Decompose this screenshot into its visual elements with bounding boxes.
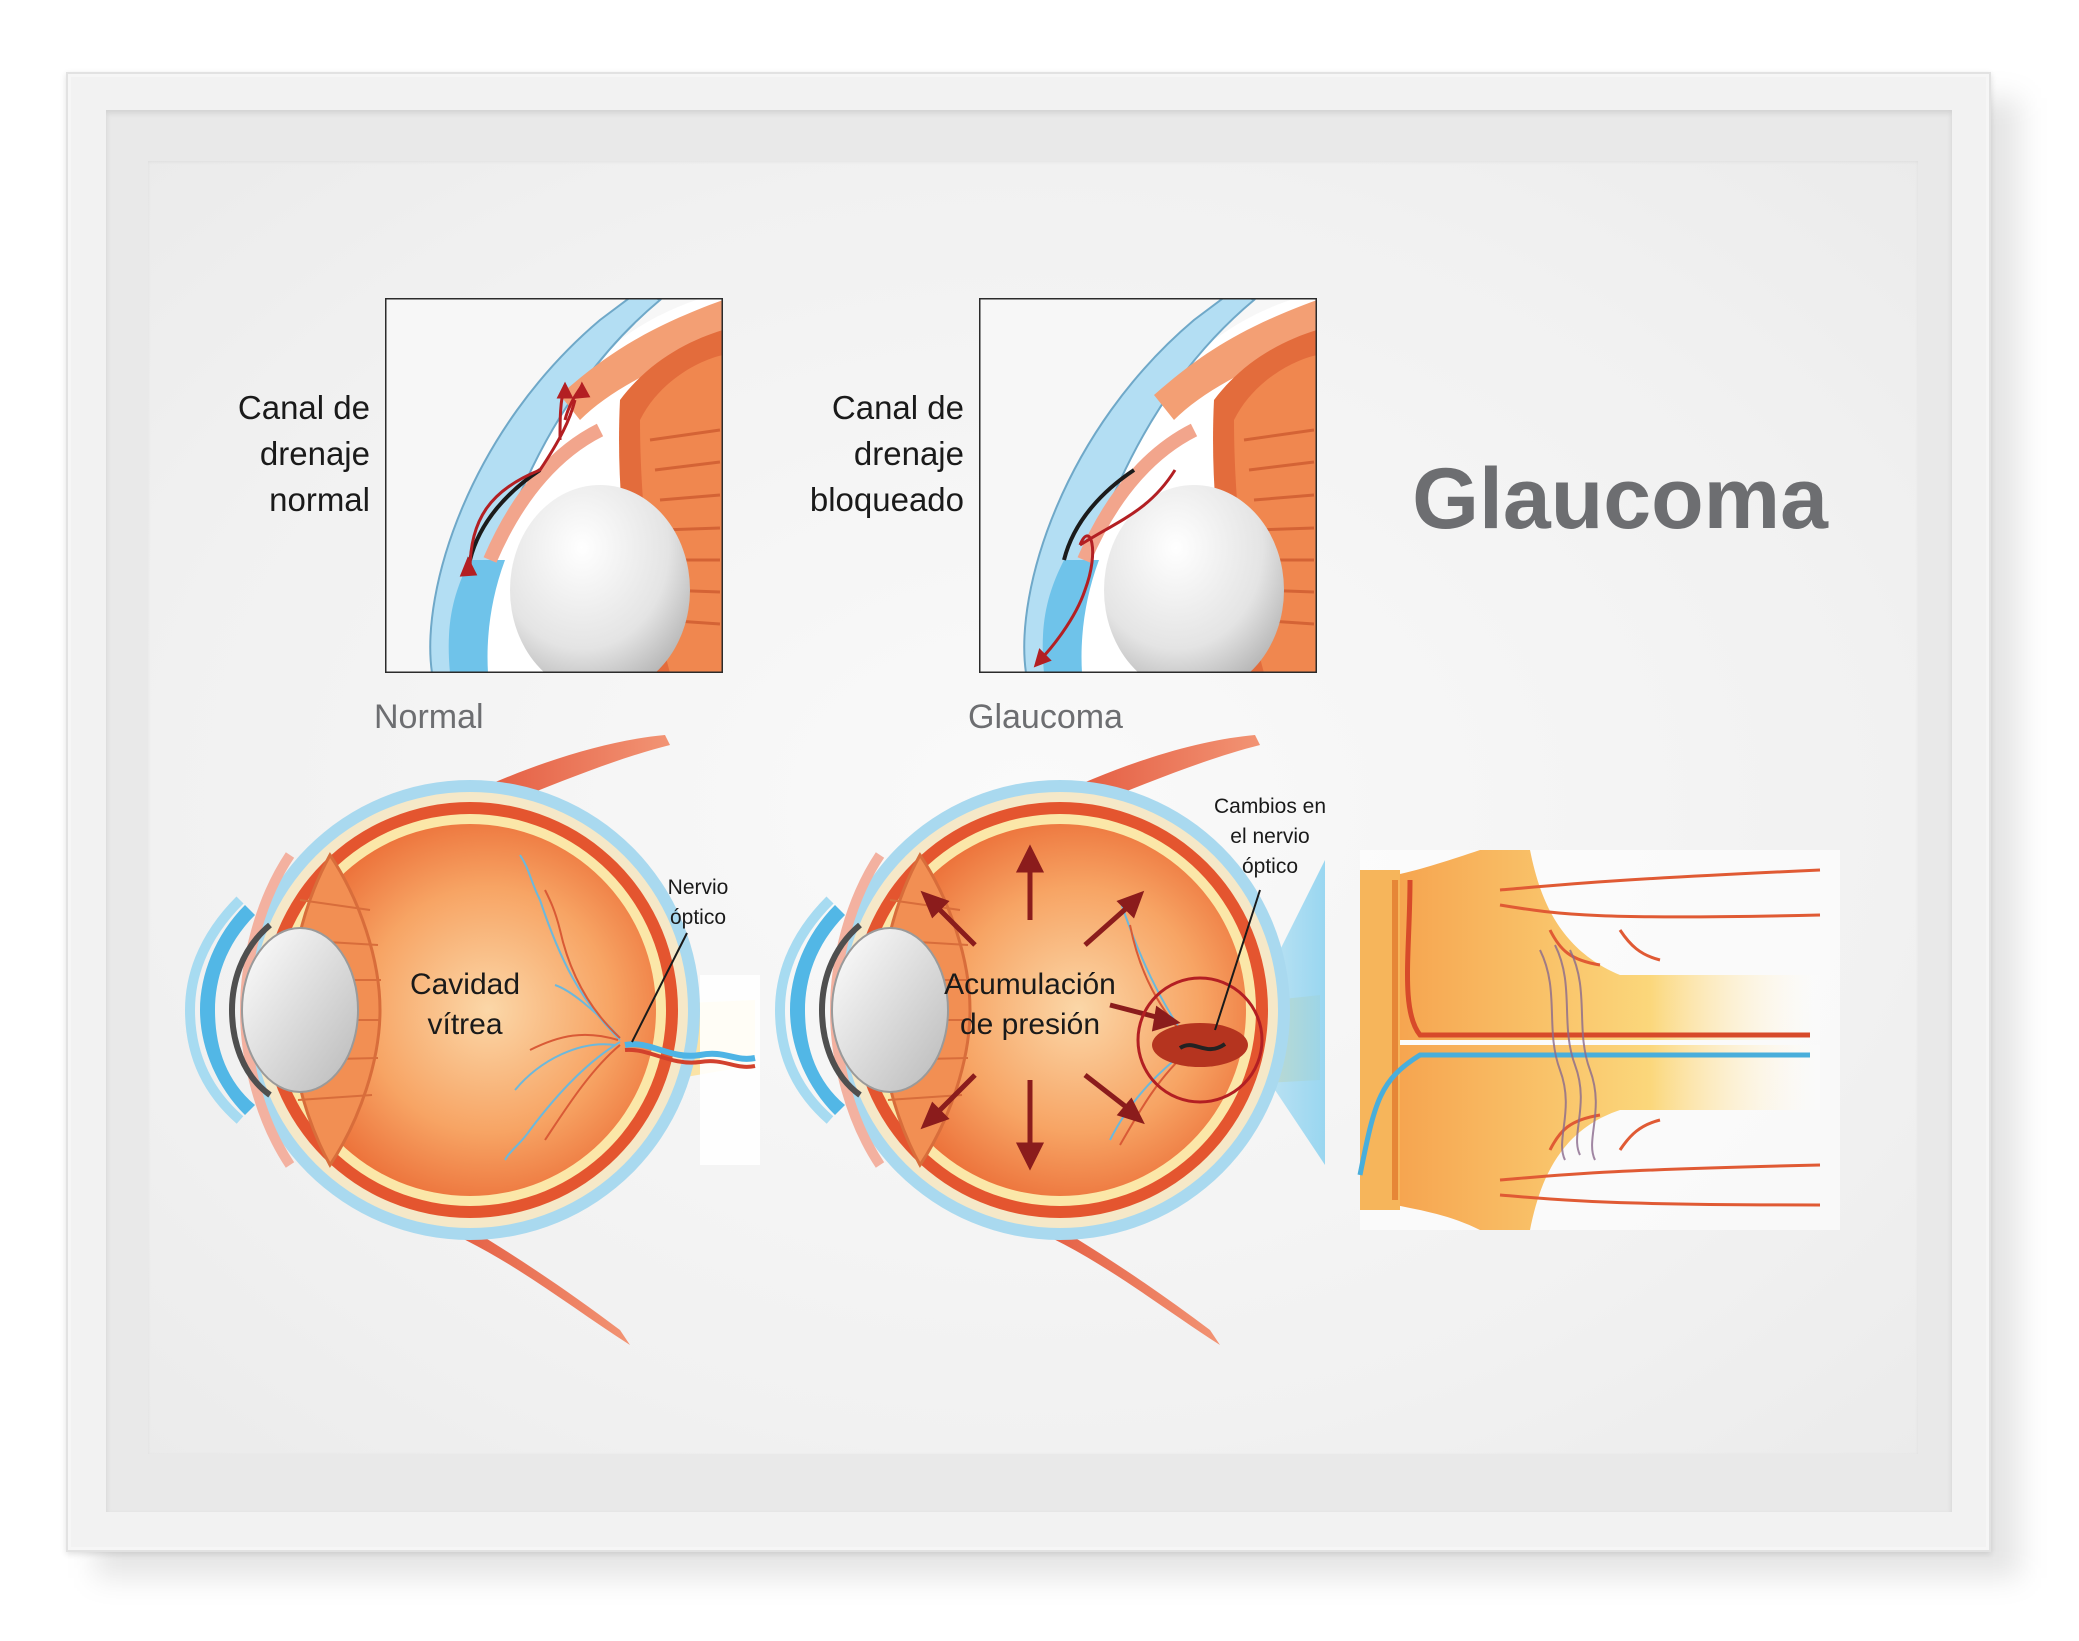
- blocked-flow-arrow: [1033, 469, 1177, 668]
- normal-caption: Normal: [374, 698, 484, 736]
- blocked-drainage-label: Canal de drenaje bloqueado: [740, 385, 964, 523]
- nerve-changes-label: Cambios en el nervio óptico: [1195, 792, 1345, 882]
- optic-nerve-label: Nervio óptico: [650, 873, 746, 933]
- normal-eye: [184, 735, 760, 1345]
- blocked-drainage-label-line1: Canal de: [831, 389, 964, 426]
- normal-drainage-label: Canal de drenaje normal: [180, 385, 370, 523]
- nerve-changes-label-line2: el nervio: [1230, 825, 1310, 848]
- pressure-buildup-label-line2: de presión: [959, 1008, 1101, 1041]
- poster-title: Glaucoma: [1412, 451, 1828, 547]
- blocked-drainage-label-line2: drenaje: [853, 435, 964, 472]
- glaucoma-eye: [774, 735, 1325, 1345]
- normal-drainage-label-line2: drenaje: [259, 435, 370, 472]
- optic-nerve-label-line1: Nervio: [667, 876, 729, 899]
- normal-flow-arrows: [459, 381, 591, 577]
- vitreous-cavity-label-line1: Cavidad: [409, 968, 521, 1001]
- optic-nerve-label-line2: óptico: [669, 906, 727, 929]
- vitreous-cavity-label: Cavidad vítrea: [385, 965, 545, 1045]
- pressure-buildup-label: Acumulación de presión: [925, 965, 1135, 1045]
- nerve-changes-label-line1: Cambios en: [1213, 795, 1327, 818]
- normal-drainage-label-line3: normal: [269, 481, 370, 518]
- vitreous-cavity-label-line2: vítrea: [427, 1008, 503, 1041]
- nerve-changes-pointer: [1214, 889, 1261, 1031]
- optic-nerve-closeup: [1357, 850, 1840, 1230]
- optic-nerve-pointer: [631, 932, 688, 1043]
- inset-blocked-drainage: [979, 298, 1317, 673]
- inset-normal-drainage: [385, 298, 723, 673]
- highlight-circle: [1136, 976, 1264, 1104]
- glaucoma-caption: Glaucoma: [968, 698, 1123, 736]
- nerve-changes-label-line3: óptico: [1241, 855, 1299, 878]
- normal-drainage-label-line1: Canal de: [237, 389, 370, 426]
- magnify-cone: [1255, 860, 1325, 1165]
- pressure-arrows: [920, 844, 1181, 1171]
- blocked-drainage-label-line3: bloqueado: [809, 481, 964, 518]
- pressure-buildup-label-line1: Acumulación: [944, 968, 1116, 1001]
